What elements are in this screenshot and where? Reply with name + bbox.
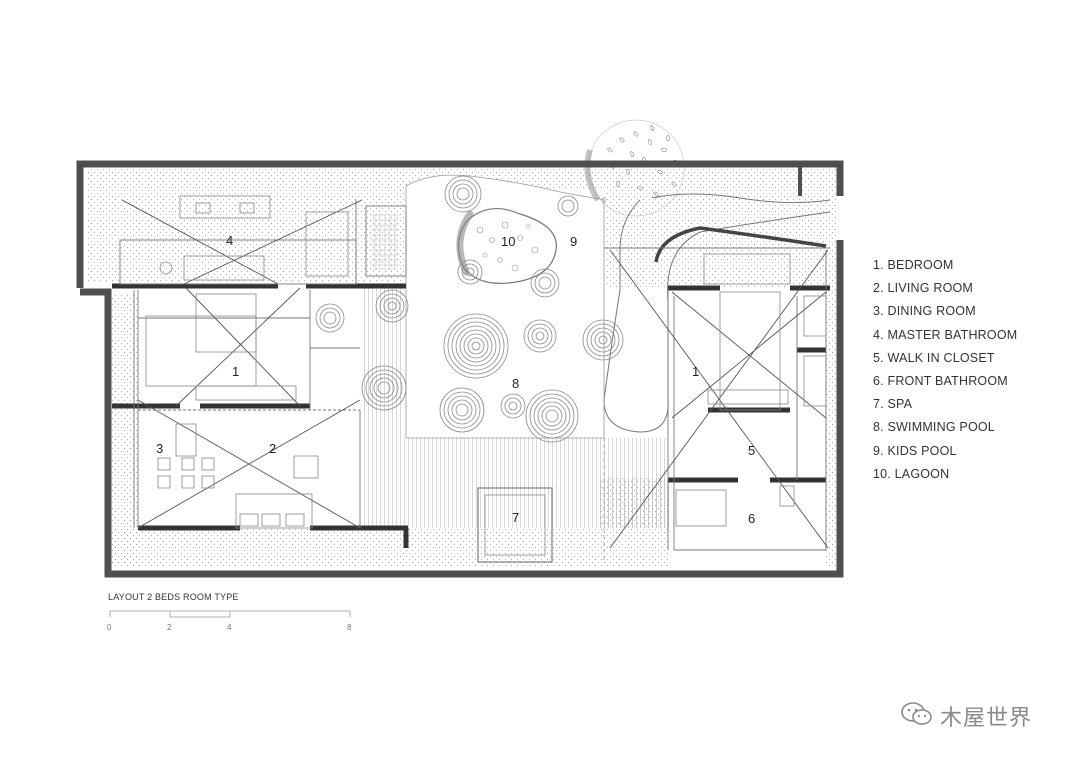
deck-strip-left bbox=[363, 288, 403, 438]
room-legend: 1. BEDROOM 2. LIVING ROOM 3. DINING ROOM… bbox=[873, 257, 1017, 489]
lagoon-stones bbox=[476, 221, 539, 272]
scale-tick-4: 4 bbox=[227, 623, 232, 632]
swimming-pool bbox=[405, 174, 605, 439]
scale-tick-2: 2 bbox=[167, 623, 172, 632]
legend-item: 2. LIVING ROOM bbox=[873, 281, 974, 296]
deck-strip bbox=[600, 478, 670, 528]
room-numbers: 4 1 3 2 10 9 8 7 1 5 6 bbox=[156, 233, 755, 526]
scale-tick-0: 0 bbox=[107, 623, 112, 632]
room-num-9: 9 bbox=[570, 234, 577, 249]
legend-item: 1. BEDROOM bbox=[873, 258, 954, 272]
wechat-icon bbox=[900, 701, 934, 732]
legend-item: 8. SWIMMING POOL bbox=[873, 420, 995, 435]
room-num-6: 6 bbox=[748, 511, 755, 526]
room-num-1-right: 1 bbox=[692, 364, 699, 379]
room-num-5: 5 bbox=[748, 443, 755, 458]
tree-canopy bbox=[584, 119, 685, 217]
layout-title: LAYOUT 2 BEDS ROOM TYPE bbox=[108, 592, 239, 602]
spa bbox=[477, 487, 553, 563]
room-num-10: 10 bbox=[501, 234, 515, 249]
legend-item: 5. WALK IN CLOSET bbox=[873, 350, 995, 365]
partitions bbox=[119, 200, 830, 560]
scale-tick-8: 8 bbox=[347, 623, 352, 632]
scale-labels: 0 2 4 8 bbox=[107, 623, 352, 632]
watermark-text: 木屋世界 bbox=[940, 705, 1033, 730]
scale-bar bbox=[109, 610, 351, 618]
watermark: 木屋世界 bbox=[900, 700, 1032, 732]
walls bbox=[76, 160, 844, 578]
room-num-8: 8 bbox=[512, 376, 519, 391]
room-num-2: 2 bbox=[269, 441, 276, 456]
legend-item: 4. MASTER BATHROOM bbox=[873, 327, 1018, 342]
legend-item: 3. DINING ROOM bbox=[873, 304, 976, 319]
legend-item: 9. KIDS POOL bbox=[873, 443, 957, 458]
legend-item: 6. FRONT BATHROOM bbox=[873, 373, 1008, 388]
legend-item: 7. SPA bbox=[873, 397, 913, 412]
legend-item: 10. LAGOON bbox=[873, 466, 950, 481]
water-ripples bbox=[315, 175, 624, 443]
curved-walkway bbox=[603, 193, 831, 433]
room-num-1-left: 1 bbox=[232, 364, 239, 379]
room-num-7: 7 bbox=[512, 510, 519, 525]
room-num-3: 3 bbox=[156, 441, 163, 456]
room-num-4: 4 bbox=[226, 233, 233, 248]
shower-tiles bbox=[371, 214, 399, 270]
furniture bbox=[145, 195, 827, 529]
